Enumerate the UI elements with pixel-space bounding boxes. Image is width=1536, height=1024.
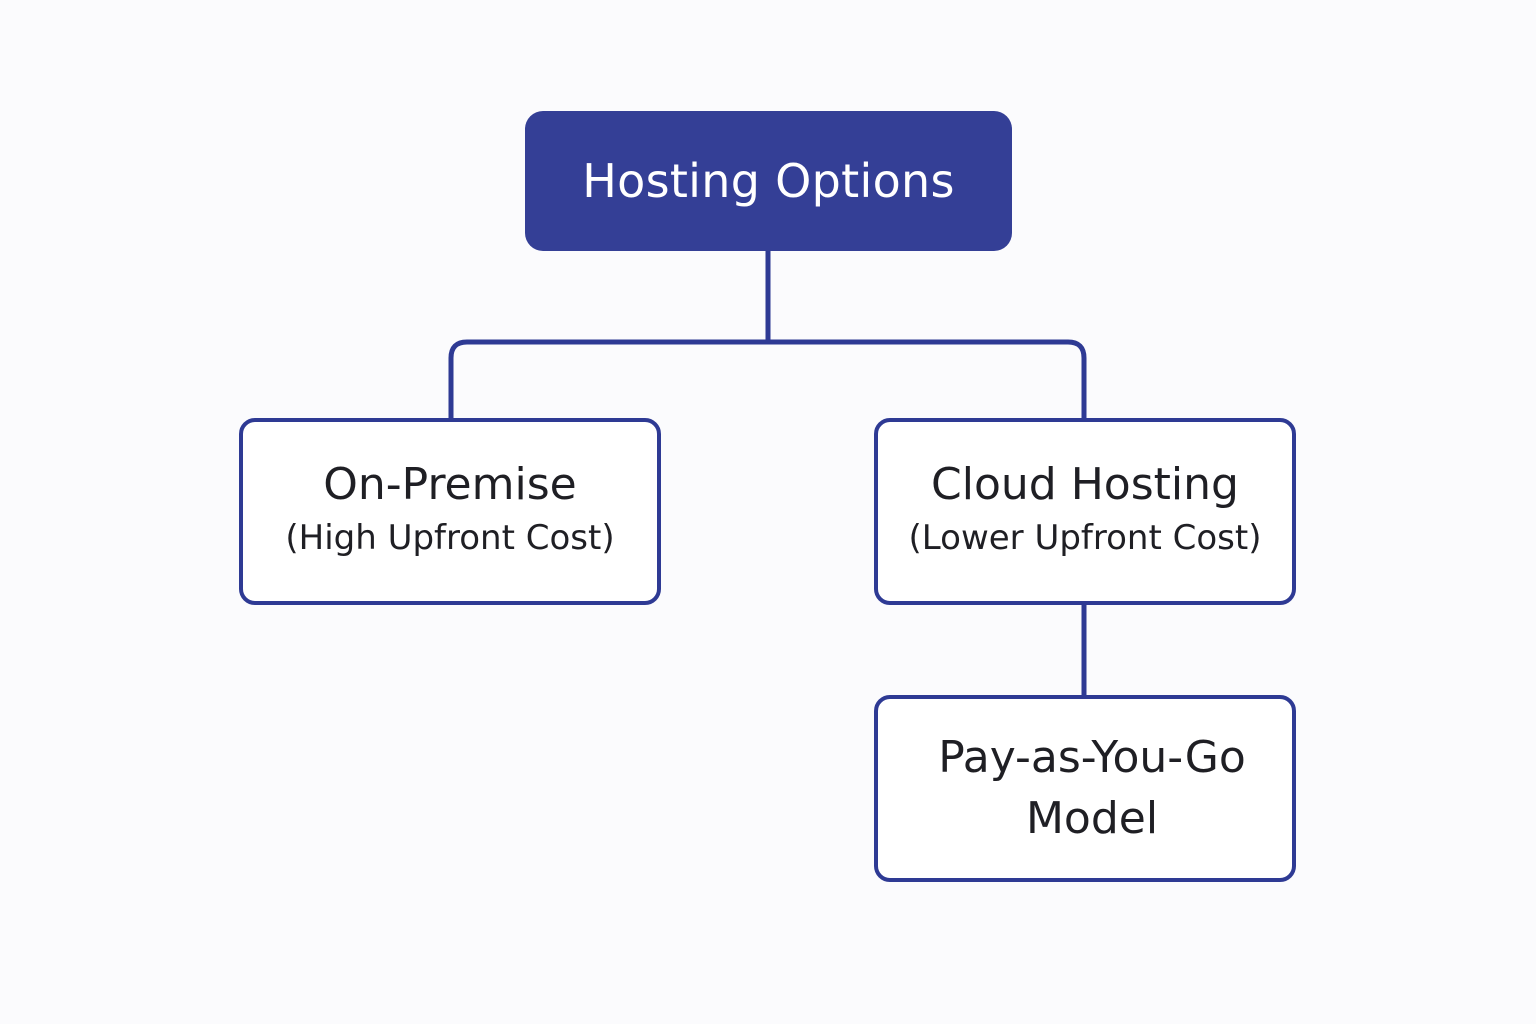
node-on-premise: On-Premise (High Upfront Cost) [239,418,661,605]
root-node-label: Hosting Options [582,154,955,208]
pay-as-you-go-line2: Model [1025,792,1159,844]
root-node-hosting-options: Hosting Options [525,111,1012,251]
node-pay-as-you-go: Pay-as-You-Go Model [874,695,1296,882]
pay-as-you-go-line1: Pay-as-You-Go [938,731,1246,783]
node-cloud-hosting: Cloud Hosting (Lower Upfront Cost) [874,418,1296,605]
connector-branch-bar [448,339,1087,418]
cloud-hosting-subtitle: (Lower Upfront Cost) [908,518,1262,559]
cloud-hosting-title: Cloud Hosting [931,458,1239,510]
on-premise-title: On-Premise [323,458,577,510]
on-premise-subtitle: (High Upfront Cost) [285,518,615,559]
